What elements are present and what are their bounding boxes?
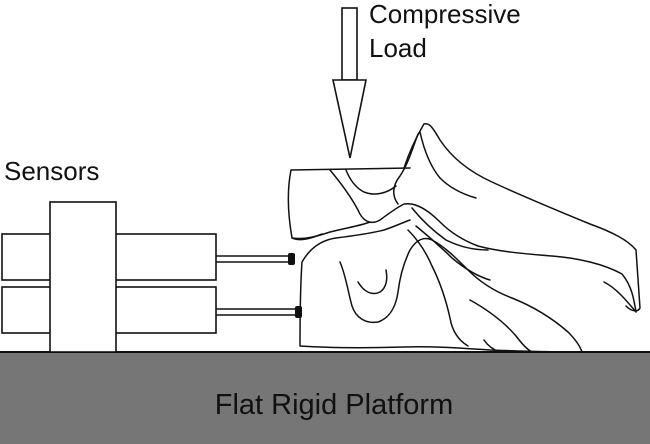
load-label-line1: Compressive bbox=[369, 0, 521, 29]
platform: Flat Rigid Platform bbox=[0, 351, 650, 444]
load-arrow-head bbox=[332, 79, 367, 159]
lower-posterior-elements bbox=[339, 237, 583, 353]
upper-posterior-elements bbox=[329, 169, 637, 313]
lower-facet bbox=[407, 225, 491, 347]
platform-block bbox=[0, 352, 650, 444]
sensors-label: Sensors bbox=[4, 156, 99, 186]
upper-lamina-detail bbox=[345, 169, 397, 195]
vertebra-specimen bbox=[287, 122, 641, 353]
lower-spinous-detail bbox=[469, 299, 533, 353]
load-label-line2: Load bbox=[369, 33, 427, 63]
sensor-assembly bbox=[1, 201, 297, 353]
sensor-clamp bbox=[49, 201, 117, 353]
platform-label: Flat Rigid Platform bbox=[215, 389, 454, 421]
lower-vertebral-body bbox=[299, 219, 573, 353]
lower-lamina-detail bbox=[357, 269, 388, 295]
load-arrow bbox=[332, 7, 367, 159]
load-arrow-shaft bbox=[341, 7, 358, 81]
upper-spinous-process bbox=[403, 122, 641, 312]
upper-facet bbox=[393, 131, 477, 205]
sensor-tip-upper bbox=[288, 253, 295, 265]
upper-body-endplate bbox=[291, 233, 323, 241]
upper-inferior-facet bbox=[411, 207, 489, 251]
